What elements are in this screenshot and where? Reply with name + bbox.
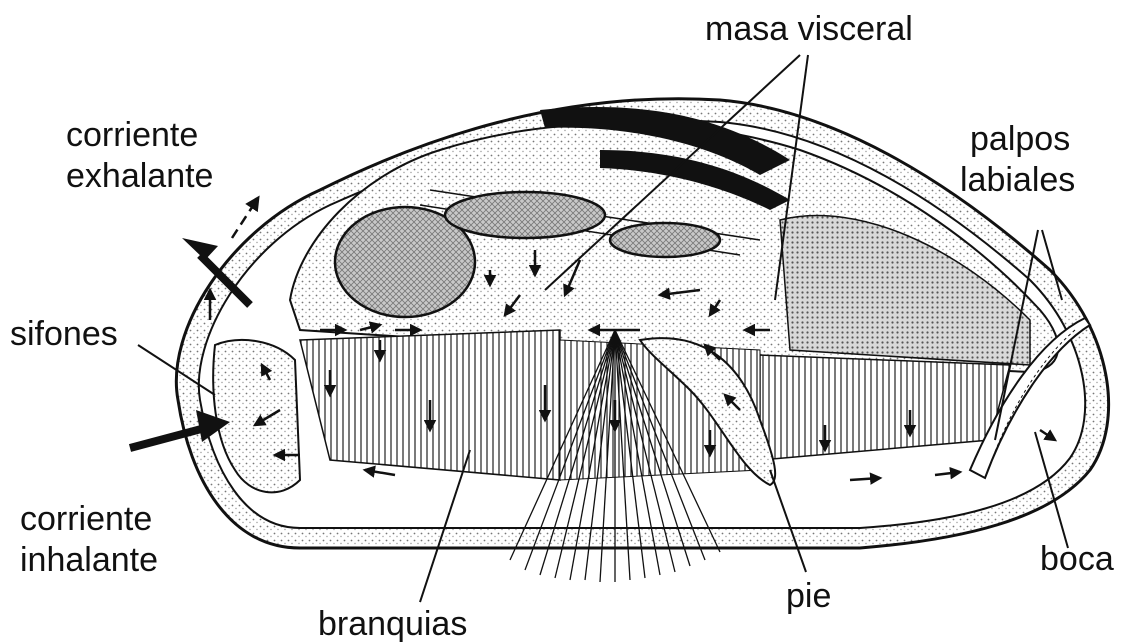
label-boca: boca <box>1040 540 1114 578</box>
label-palpos-labiales-line2: labiales <box>960 161 1075 199</box>
label-corriente-inhalante-line2: inhalante <box>20 541 158 579</box>
label-corriente-inhalante-line1: corriente <box>20 500 152 538</box>
label-corriente-exhalante-line1: corriente <box>66 116 198 154</box>
label-palpos-labiales-line1: palpos <box>970 120 1070 158</box>
label-pie: pie <box>786 577 831 615</box>
label-corriente-exhalante-line2: exhalante <box>66 157 213 195</box>
label-branquias: branquias <box>318 605 467 643</box>
label-masa-visceral: masa visceral <box>705 10 913 48</box>
label-sifones: sifones <box>10 315 118 353</box>
